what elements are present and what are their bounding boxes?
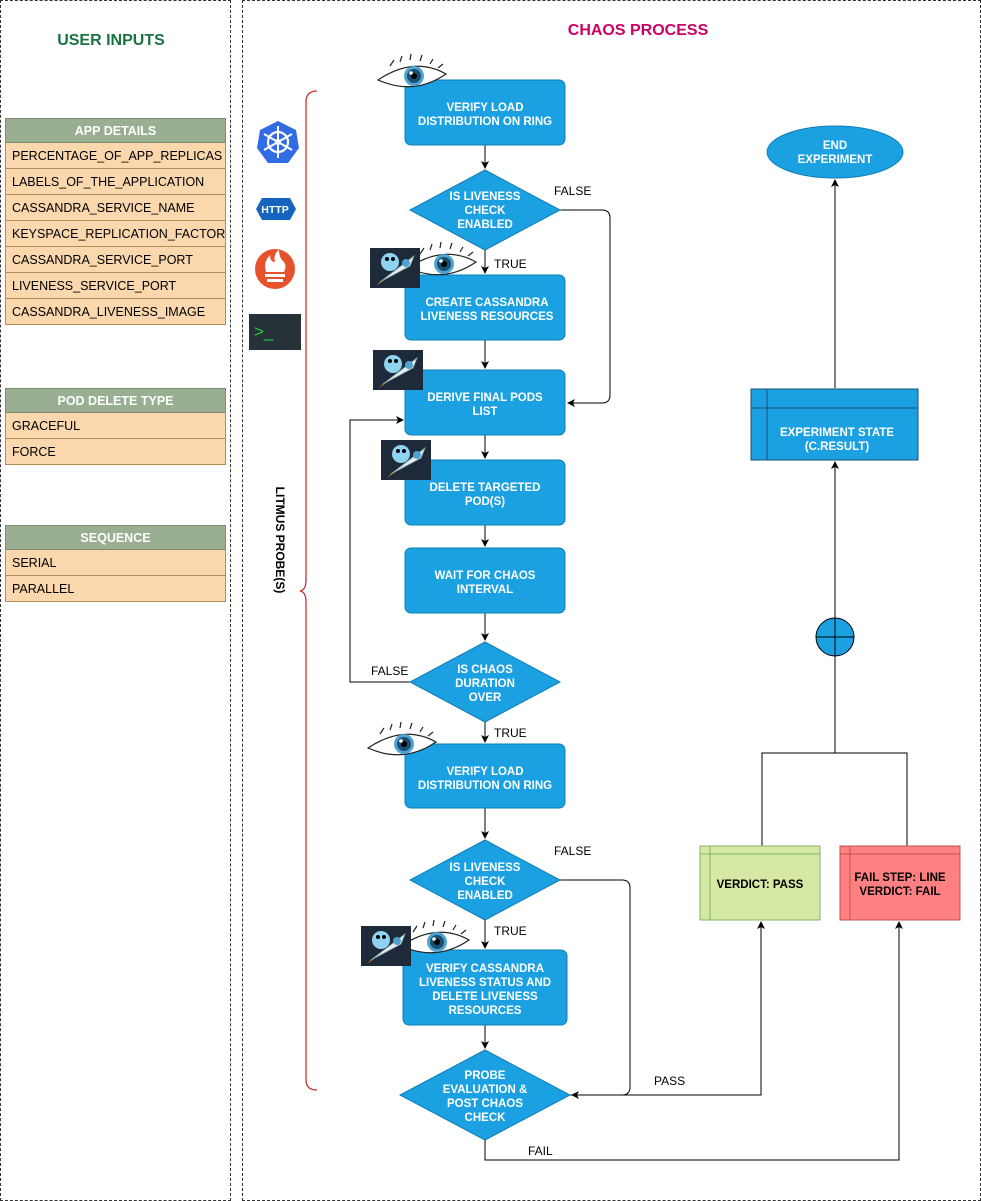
edge-label-false: FALSE [554,184,591,198]
litmus-rocket-icon [372,349,424,391]
edge [349,416,410,683]
step-text: EXPERIMENT STATE(C.RESULT) [780,427,894,453]
probe-label: LITMUS PROBE(S) [273,487,287,594]
verdict-pass-box [699,845,821,921]
step-create-liveness [404,274,566,341]
table-row: GRACEFUL [5,413,226,439]
pod-delete-type-table: POD DELETE TYPE GRACEFUL FORCE [5,388,226,465]
litmus-rocket-icon [369,247,421,289]
litmus-rocket-icon [380,439,432,481]
step-verify-load-2 [404,743,566,809]
sequence-header: SEQUENCE [5,525,226,550]
pod-delete-type-header: POD DELETE TYPE [5,388,226,413]
edge [484,921,903,1161]
terminal-icon: >_ [249,314,301,350]
sequence-table: SEQUENCE SERIAL PARALLEL [5,525,226,602]
summing-junction [815,617,855,657]
edge-label-pass: PASS [654,1074,685,1088]
verdict-fail-box [839,845,961,921]
decision-probe-eval [398,1049,572,1141]
edge [560,209,611,407]
decision-liveness-check-2 [408,839,562,921]
verdict-pass-text: VERDICT: PASS [717,879,804,891]
step-verify-liveness [402,949,568,1026]
probe-bracket [299,90,318,1091]
table-row: PARALLEL [5,576,226,602]
table-row: FORCE [5,439,226,465]
decision-chaos-duration [408,641,562,723]
http-icon: HTTP [256,198,296,220]
app-details-table: APP DETAILS PERCENTAGE_OF_APP_REPLICAS L… [5,118,226,325]
terminal-icon-text: >_ [254,322,274,341]
edge-label-true: TRUE [494,726,527,740]
step-verify-load-1 [404,79,566,146]
table-row: PERCENTAGE_OF_APP_REPLICAS [5,143,226,169]
edge-label-false: FALSE [371,664,408,678]
user-inputs-title: USER INPUTS [57,32,165,49]
cassandra-eye-icon [400,919,470,954]
table-row: CASSANDRA_SERVICE_PORT [5,247,226,273]
decision-liveness-check-1 [408,169,562,251]
edge-label-true: TRUE [494,257,527,271]
chaos-process-title: CHAOS PROCESS [567,22,709,39]
kubernetes-icon [257,121,299,163]
table-row: CASSANDRA_SERVICE_NAME [5,195,226,221]
edge [761,752,908,857]
litmus-rocket-icon [360,925,412,967]
app-details-header: APP DETAILS [5,118,226,143]
edge [570,921,765,1096]
edge-label-true: TRUE [494,924,527,938]
table-row: LIVENESS_SERVICE_PORT [5,273,226,299]
end-experiment [766,125,904,179]
table-row: KEYSPACE_REPLICATION_FACTOR [5,221,226,247]
edge-label-fail: FAIL [528,1144,553,1158]
table-row: SERIAL [5,550,226,576]
http-icon-text: HTTP [261,204,288,216]
edge [560,879,631,1099]
step-wait-interval [404,547,566,614]
prometheus-icon [255,249,295,289]
step-derive-pods [404,369,566,436]
step-delete-pods [404,459,566,526]
experiment-state [750,388,919,461]
table-row: LABELS_OF_THE_APPLICATION [5,169,226,195]
table-row: CASSANDRA_LIVENESS_IMAGE [5,299,226,325]
edge-label-false: FALSE [554,844,591,858]
